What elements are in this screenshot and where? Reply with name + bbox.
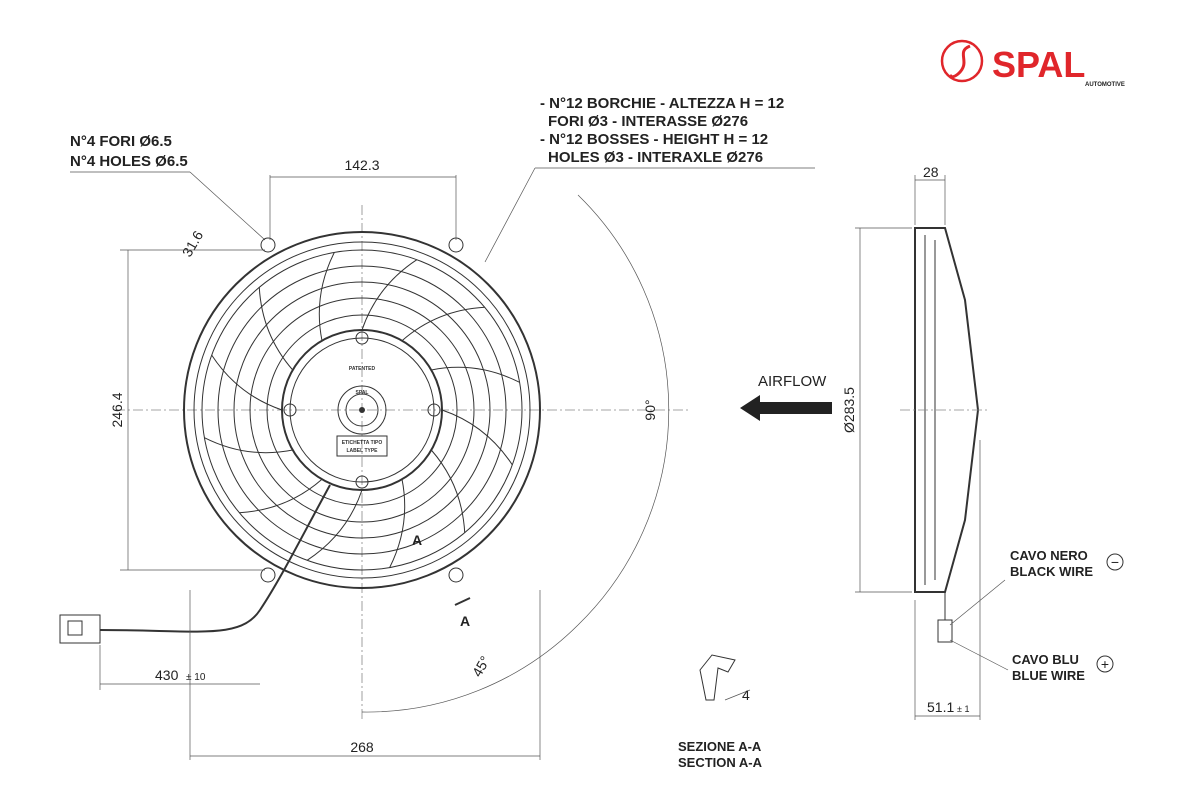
fan-spoke — [441, 409, 513, 466]
dim-top-width: 142.3 — [344, 157, 379, 173]
section-title-en: SECTION A-A — [678, 755, 763, 770]
section-title-it: SEZIONE A-A — [678, 739, 762, 754]
blue-wire-it: CAVO BLU — [1012, 652, 1079, 667]
bosses-note-it-2: FORI Ø3 - INTERASSE Ø276 — [548, 113, 748, 130]
dim-section: 4 — [742, 687, 750, 703]
black-wire-en: BLACK WIRE — [1010, 564, 1093, 579]
connector — [59, 614, 101, 644]
fan-spoke — [361, 259, 418, 331]
dim-side-depth: 28 — [923, 164, 939, 180]
grille-ring — [249, 297, 475, 523]
black-wire-sign: − — [1111, 554, 1119, 570]
mount-hole — [448, 237, 464, 253]
fan-spoke — [318, 252, 335, 341]
dim-angle-45: 45° — [469, 653, 493, 679]
dimensions-front: 142.3 31.6 246.4 90° 45° 430 ± 10 268 A … — [99, 157, 670, 760]
mount-hole — [260, 237, 276, 253]
grille-ring — [217, 265, 507, 555]
dim-diameter: Ø283.5 — [841, 387, 857, 433]
cable — [99, 484, 331, 633]
section-marker-top: A — [412, 532, 422, 548]
dim-total-depth: 51.1 — [927, 699, 954, 715]
bosses-note-en-1: - N°12 BOSSES - HEIGHT H = 12 — [540, 131, 768, 148]
section-marker-bottom: A — [460, 613, 470, 629]
dim-hole-offset: 31.6 — [179, 228, 207, 260]
dim-height: 246.4 — [109, 392, 125, 427]
holes-note-en: N°4 HOLES Ø6.5 — [70, 153, 188, 170]
fan-spoke — [204, 437, 293, 454]
blue-wire-sign: + — [1101, 656, 1109, 672]
fan-side-view: 28 Ø283.5 51.1 ± 1 — [841, 164, 990, 720]
mount-hole — [260, 567, 276, 583]
section-detail: 4 SEZIONE A-A SECTION A-A — [678, 654, 763, 770]
logo-text: SPAL — [992, 44, 1085, 85]
fan-spoke — [401, 306, 485, 342]
hub-label-en: LABEL TYPE — [346, 448, 378, 454]
grille-ring — [233, 281, 491, 539]
dim-cable-tol: ± 10 — [186, 672, 206, 683]
logo-circle-icon — [940, 39, 984, 83]
mount-hole — [448, 567, 464, 583]
black-wire-it: CAVO NERO — [1010, 548, 1088, 563]
hub-brand: SPAL — [356, 390, 369, 396]
fan-front-view: PATENTED SPAL ETICHETTA TIPO LABEL TYPE — [59, 205, 690, 720]
logo-subtext: AUTOMOTIVE — [1085, 82, 1125, 88]
minus-icon — [1106, 553, 1124, 571]
holes-note-it: N°4 FORI Ø6.5 — [70, 133, 172, 150]
fan-spoke — [431, 366, 520, 383]
hub-patented: PATENTED — [349, 366, 376, 372]
bosses-note-it-1: - N°12 BORCHIE - ALTEZZA H = 12 — [540, 95, 784, 112]
airflow-label: AIRFLOW — [758, 373, 827, 390]
dim-cable-length: 430 — [155, 667, 179, 683]
fan-spoke — [430, 449, 466, 533]
spal-logo: SPAL AUTOMOTIVE — [940, 39, 1125, 88]
dim-total-tol: ± 1 — [957, 704, 969, 714]
fan-spoke — [211, 354, 283, 411]
plus-icon — [1096, 655, 1114, 673]
grille-ring — [266, 314, 458, 506]
wire-labels: CAVO NERO BLACK WIRE − CAVO BLU BLUE WIR… — [949, 548, 1124, 683]
fan-spoke — [306, 489, 363, 561]
dim-bottom-width: 268 — [350, 739, 374, 755]
bosses-note-en-2: HOLES Ø3 - INTERAXLE Ø276 — [548, 149, 763, 166]
fan-spoke — [239, 478, 323, 514]
hub-label-it: ETICHETTA TIPO — [342, 440, 383, 446]
side-connector — [937, 619, 953, 643]
blue-wire-en: BLUE WIRE — [1012, 668, 1085, 683]
fan-spoke — [389, 479, 406, 568]
airflow-arrow-icon — [740, 395, 832, 421]
dim-angle-90: 90° — [642, 399, 658, 420]
fan-spoke — [258, 287, 294, 371]
